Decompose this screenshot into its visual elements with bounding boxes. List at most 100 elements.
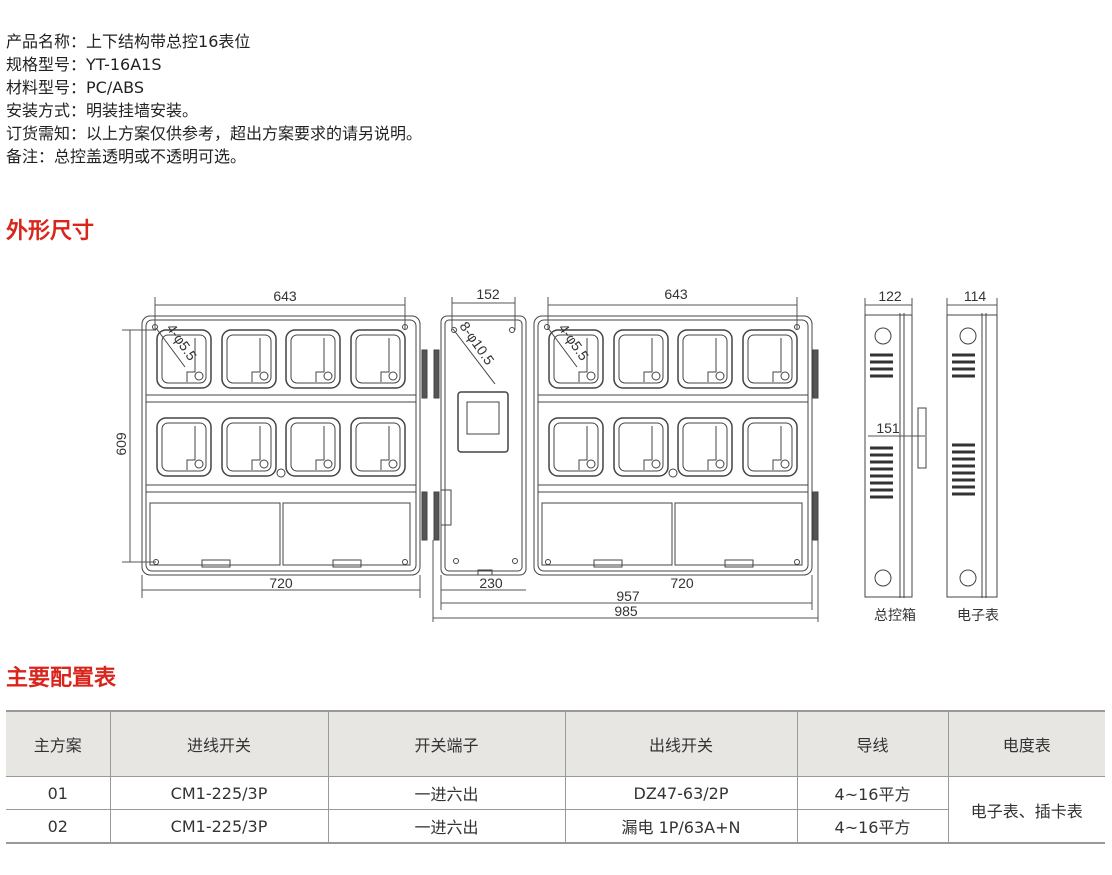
table-row: 02 CM1-225/3P 一进六出 漏电 1P/63A+N 4~16平方 <box>6 809 1105 843</box>
leader-line <box>155 327 186 368</box>
config-table: 主方案 进线开关 开关端子 出线开关 导线 电度表 01 CM1-225/3P … <box>6 710 1105 844</box>
meter-hook <box>772 426 782 470</box>
dim-643-right: 643 <box>664 286 688 302</box>
divider-band <box>537 484 809 493</box>
dim-957: 957 <box>616 588 640 604</box>
meter-hook <box>251 338 261 382</box>
cell: 漏电 1P/63A+N <box>564 809 797 843</box>
handle <box>201 559 231 568</box>
meter-window <box>285 329 341 389</box>
breaker-panel <box>674 502 803 566</box>
meter-window <box>677 417 733 477</box>
meter-hole <box>388 459 398 469</box>
meter-hole <box>388 371 398 381</box>
meter-hole <box>259 371 269 381</box>
meter-window-inner <box>747 422 793 472</box>
meter-window <box>221 329 277 389</box>
meter-hook <box>380 426 390 470</box>
mounting-hole <box>402 559 408 565</box>
meter-hook <box>315 426 325 470</box>
meter-window-inner <box>747 334 793 384</box>
meter-window <box>742 329 798 389</box>
meter-hook <box>578 426 588 470</box>
meter-hole <box>194 459 204 469</box>
dimension-lines <box>122 297 998 622</box>
meter-window <box>221 417 277 477</box>
spec-ordering-note: 订货需知：以上方案仅供参考，超出方案要求的请另说明。 <box>6 124 423 143</box>
meter-window <box>613 329 669 389</box>
meter-hole <box>259 459 269 469</box>
meter-window <box>742 417 798 477</box>
left-meter-box <box>141 315 421 576</box>
spec-material: 材料型号：PC/ABS <box>6 78 145 97</box>
col-header-switch-terminal: 开关端子 <box>327 711 565 777</box>
side-view-main-box <box>864 313 927 598</box>
meter-window <box>350 329 406 389</box>
leader-line <box>547 327 578 368</box>
meter-window-inner <box>682 334 728 384</box>
meter-hole <box>586 459 596 469</box>
box-outline <box>533 315 813 576</box>
handle <box>724 559 754 568</box>
meter-hole <box>586 371 596 381</box>
meter-window-inner <box>682 422 728 472</box>
meter-hole <box>323 459 333 469</box>
meter-hook <box>707 426 717 470</box>
meter-hole <box>323 371 333 381</box>
cell: 一进六出 <box>327 809 565 843</box>
spec-product-name: 产品名称：上下结构带总控16表位 <box>6 32 251 51</box>
cell: CM1-225/3P <box>109 809 328 843</box>
dim-230: 230 <box>479 575 503 591</box>
meter-window-inner <box>618 334 664 384</box>
meter-window-inner <box>618 422 664 472</box>
dim-609: 609 <box>113 432 129 456</box>
meter-hook <box>251 426 261 470</box>
handle <box>332 559 362 568</box>
right-meter-box <box>533 315 813 576</box>
section-title-dimensions: 外形尺寸 <box>6 219 95 244</box>
cell: 4~16平方 <box>796 809 948 843</box>
table-row: 01 CM1-225/3P 一进六出 DZ47-63/2P 4~16平方 电子表… <box>6 776 1105 843</box>
dim-151: 151 <box>876 420 900 436</box>
cell: CM1-225/3P <box>109 776 328 810</box>
box-inner-outline <box>145 319 417 572</box>
col-header-wire: 导线 <box>796 711 948 777</box>
meter-hole <box>715 371 725 381</box>
divider-band <box>537 394 809 403</box>
col-header-scheme: 主方案 <box>6 711 110 777</box>
center-control-box <box>421 315 819 576</box>
col-header-outgoing-switch: 出线开关 <box>564 711 797 777</box>
meter-hook <box>315 338 325 382</box>
meter-hole <box>194 371 204 381</box>
label-meter-box: 电子表 <box>957 607 999 623</box>
spec-remark: 备注：总控盖透明或不透明可选。 <box>6 147 247 166</box>
cell: 4~16平方 <box>796 776 948 810</box>
breaker-panel <box>541 502 673 566</box>
dim-152: 152 <box>476 286 500 302</box>
side-view-meter-box <box>946 313 998 598</box>
meter-hole <box>780 459 790 469</box>
cell-meter-merged: 电子表、插卡表 <box>947 776 1105 843</box>
meter-window-inner <box>553 334 599 384</box>
dim-114: 114 <box>964 288 987 304</box>
meter-window-inner <box>290 334 336 384</box>
meter-hook <box>707 338 717 382</box>
meter-window-inner <box>226 422 272 472</box>
mounting-hole <box>794 559 800 565</box>
meter-hole <box>715 459 725 469</box>
dim-720-right: 720 <box>670 575 694 591</box>
meter-window-inner <box>290 422 336 472</box>
divider-band <box>145 484 417 493</box>
meter-hook <box>643 426 653 470</box>
mounting-hole <box>545 559 551 565</box>
meter-window <box>285 417 341 477</box>
breaker-panel <box>282 502 411 566</box>
meter-window <box>156 417 212 477</box>
meter-window-inner <box>553 422 599 472</box>
meter-window-inner <box>161 422 207 472</box>
cell: 01 <box>6 776 110 810</box>
box-outline <box>141 315 421 576</box>
label-main-box: 总控箱 <box>874 607 916 623</box>
meter-hook <box>186 426 196 470</box>
handle <box>593 559 623 568</box>
